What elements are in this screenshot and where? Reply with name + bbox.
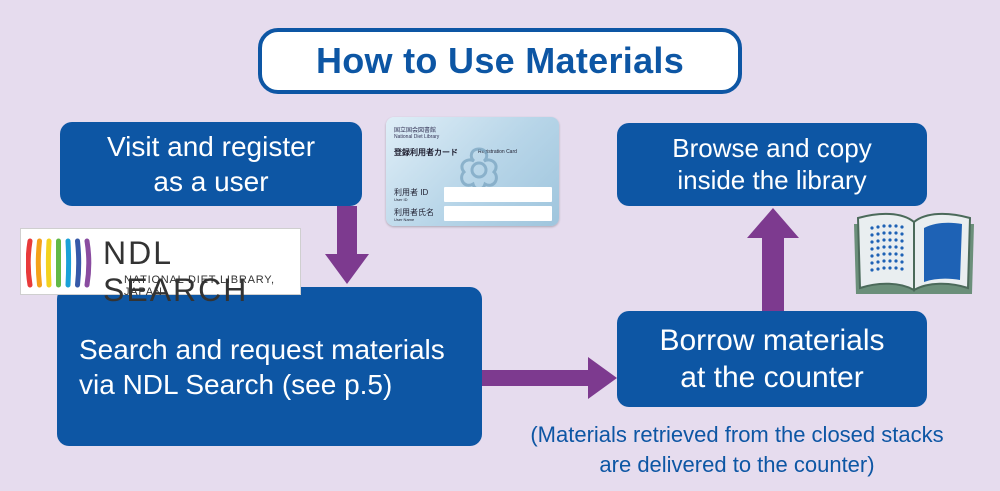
ndl-logo-stripe [84, 238, 92, 288]
arrow-register-to-search [325, 206, 369, 284]
card-name-label-ja: 利用者氏名 [394, 208, 434, 217]
step-borrow-text: Borrow materials at the counter [659, 323, 885, 395]
step-browse-text: Browse and copy inside the library [672, 133, 872, 195]
ndl-logo-subtitle: NATIONAL DIET LIBRARY, JAPAN [124, 274, 275, 298]
ndl-logo-stripes [26, 238, 92, 288]
step-browse-box: Browse and copy inside the library [617, 123, 927, 206]
card-id-label-en: User ID [394, 197, 408, 202]
ndl-logo-name: NDL SEARCH [103, 235, 249, 308]
card-emblem [460, 147, 498, 191]
ndl-logo-stripe [35, 238, 42, 288]
ndl-logo-stripe [65, 238, 72, 288]
ndl-search-logo: NDL SEARCH NATIONAL DIET LIBRARY, JAPAN [20, 228, 301, 308]
card-name-field [444, 206, 552, 221]
step-search-text: Search and request materials via NDL Sea… [79, 333, 445, 400]
card-title-ja: 登録利用者カード [394, 148, 458, 157]
arrow-search-to-borrow [482, 357, 617, 399]
step-register-box: Visit and register as a user [60, 122, 362, 206]
step-search-box: Search and request materials via NDL Sea… [57, 287, 482, 446]
closed-stacks-note: (Materials retrieved from the closed sta… [530, 422, 944, 477]
title-box: How to Use Materials [258, 28, 742, 94]
card-name-label-en: User Name [394, 217, 415, 222]
card-id-field [444, 187, 552, 202]
step-borrow-box: Borrow materials at the counter [617, 311, 927, 407]
card-org-ja: 国立国会図書館 [394, 128, 437, 134]
card-title-en: Registration Card [478, 149, 517, 155]
arrow-borrow-to-browse [747, 208, 799, 311]
step-register-text: Visit and register as a user [106, 131, 316, 197]
ndl-logo-stripe [26, 238, 33, 288]
card-org-en: National Diet Library [394, 134, 440, 140]
ndl-logo-stripe [45, 238, 52, 288]
card-id-label-ja: 利用者 ID [394, 188, 429, 197]
id-card-icon: 国立国会図書館 National Diet Library 登録利用者カード R… [386, 117, 559, 226]
ndl-logo-stripe [75, 238, 82, 288]
book-icon [854, 212, 974, 294]
page-title: How to Use Materials [315, 40, 685, 81]
